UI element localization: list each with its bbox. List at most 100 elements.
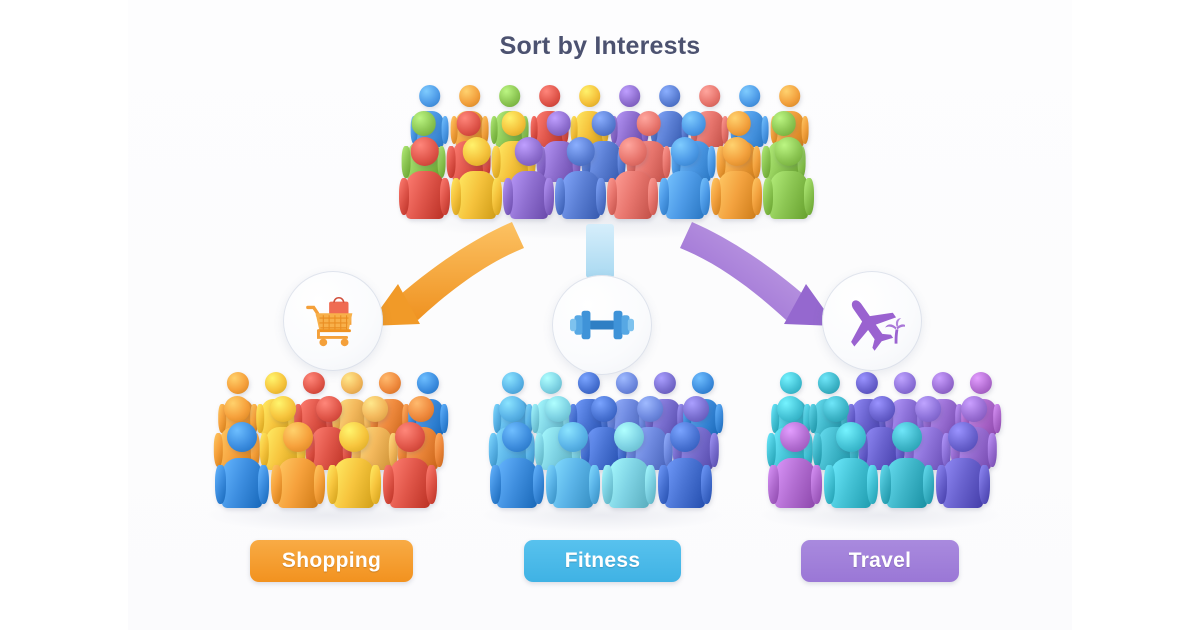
person-body: [555, 171, 607, 219]
category-badge-fitness[interactable]: Fitness: [524, 540, 681, 582]
person-head: [892, 422, 922, 452]
airplane-icon: [851, 300, 905, 351]
person-head: [670, 422, 700, 452]
person-figure: [490, 422, 544, 508]
source-crowd: [395, 85, 815, 220]
person-body: [383, 458, 437, 508]
person-head: [410, 137, 440, 166]
person-head: [636, 396, 663, 422]
person-figure: [215, 422, 269, 508]
shopping-cart-icon: [306, 297, 353, 347]
person-head: [269, 396, 296, 422]
person-body: [880, 458, 934, 508]
person-figure: [271, 422, 325, 508]
person-head: [462, 137, 492, 166]
dumbbell-icon: [570, 310, 634, 340]
person-head: [227, 422, 257, 452]
person-head: [223, 396, 250, 422]
person-head: [960, 396, 987, 422]
person-figure: [658, 422, 712, 508]
person-body: [602, 458, 656, 508]
travel-icon-bubble[interactable]: [822, 271, 922, 371]
person-head: [546, 111, 572, 136]
person-head: [416, 372, 440, 395]
person-head: [855, 372, 879, 395]
person-head: [691, 372, 715, 395]
person-figure: [659, 137, 711, 219]
person-head: [868, 396, 895, 422]
person-head: [558, 422, 588, 452]
person-figure: [451, 137, 503, 219]
person-head: [893, 372, 917, 395]
person-body: [546, 458, 600, 508]
person-figure: [936, 422, 990, 508]
person-body: [936, 458, 990, 508]
person-body: [768, 458, 822, 508]
category-badge-travel[interactable]: Travel: [801, 540, 959, 582]
person-head: [618, 137, 648, 166]
person-head: [618, 85, 641, 107]
person-head: [339, 422, 369, 452]
person-body: [503, 171, 555, 219]
person-head: [539, 372, 563, 395]
person-figure: [602, 422, 656, 508]
person-head: [722, 137, 752, 166]
person-body: [607, 171, 659, 219]
person-head: [682, 396, 709, 422]
person-head: [776, 396, 803, 422]
person-head: [614, 422, 644, 452]
person-body: [824, 458, 878, 508]
person-figure: [503, 137, 555, 219]
person-figure: [880, 422, 934, 508]
person-head: [931, 372, 955, 395]
person-head: [395, 422, 425, 452]
person-head: [969, 372, 993, 395]
palm-tree-icon: [885, 318, 905, 344]
person-head: [590, 396, 617, 422]
person-figure: [763, 137, 815, 219]
person-head: [418, 85, 441, 107]
person-head: [771, 111, 797, 136]
person-head: [914, 396, 941, 422]
person-head: [578, 85, 601, 107]
person-head: [302, 372, 326, 395]
person-head: [458, 85, 481, 107]
person-figure: [824, 422, 878, 508]
person-head: [378, 372, 402, 395]
person-head: [411, 111, 437, 136]
person-head: [636, 111, 662, 136]
person-head: [670, 137, 700, 166]
person-body: [711, 171, 763, 219]
person-head: [501, 372, 525, 395]
person-head: [698, 85, 721, 107]
person-head: [283, 422, 313, 452]
person-head: [836, 422, 866, 452]
person-body: [658, 458, 712, 508]
person-head: [501, 111, 527, 136]
person-head: [738, 85, 761, 107]
person-head: [264, 372, 288, 395]
person-body: [271, 458, 325, 508]
person-figure: [607, 137, 659, 219]
person-head: [774, 137, 804, 166]
person-head: [726, 111, 752, 136]
person-head: [948, 422, 978, 452]
fitness-icon-bubble[interactable]: [552, 275, 652, 375]
shopping-icon-bubble[interactable]: [283, 271, 383, 371]
person-head: [544, 396, 571, 422]
person-body: [399, 171, 451, 219]
person-head: [681, 111, 707, 136]
category-badge-shopping[interactable]: Shopping: [250, 540, 413, 582]
person-head: [778, 85, 801, 107]
person-head: [226, 372, 250, 395]
person-figure: [768, 422, 822, 508]
person-figure: [327, 422, 381, 508]
person-body: [451, 171, 503, 219]
person-figure: [383, 422, 437, 508]
person-head: [817, 372, 841, 395]
person-body: [215, 458, 269, 508]
person-head: [822, 396, 849, 422]
person-head: [538, 85, 561, 107]
person-head: [456, 111, 482, 136]
